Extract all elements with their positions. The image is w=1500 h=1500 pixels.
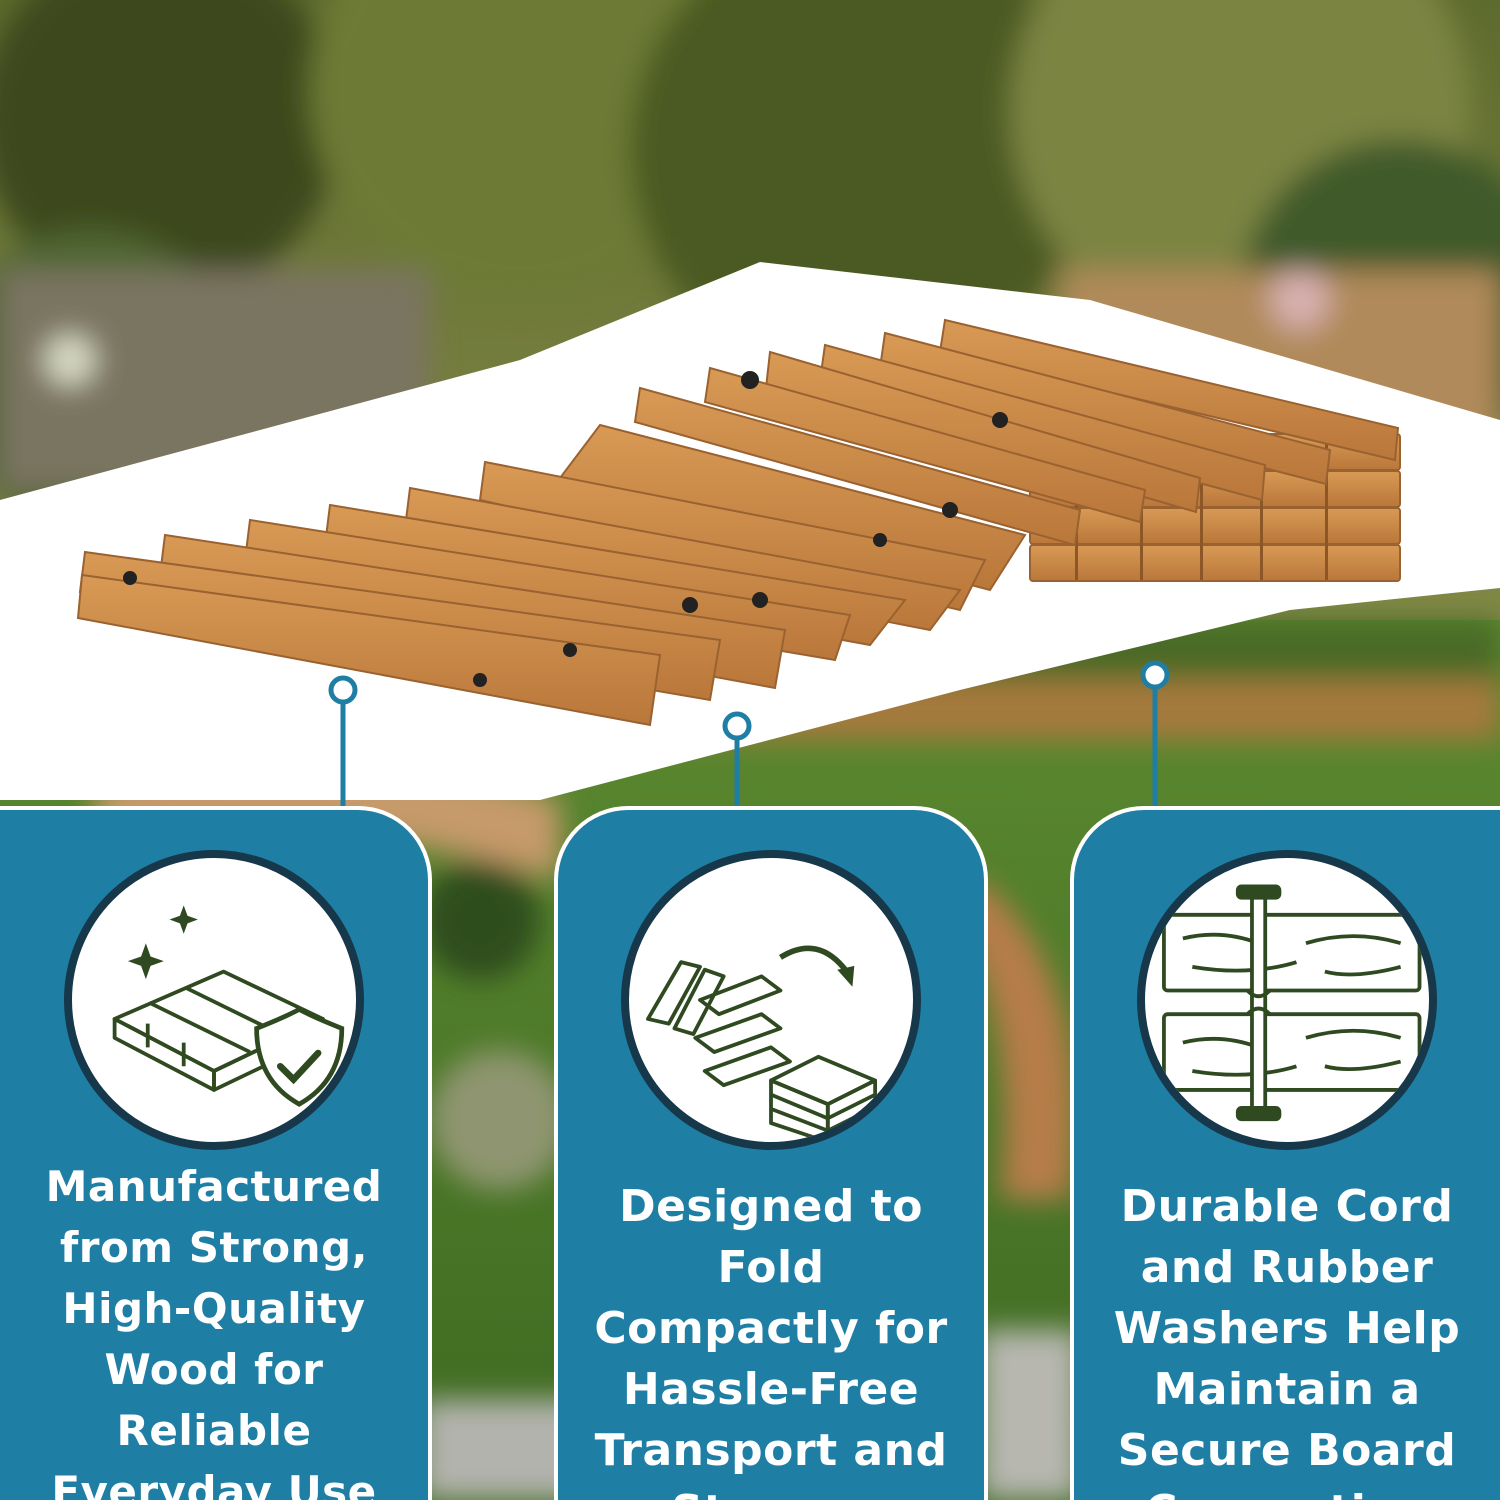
- shield-check-boards-icon: [64, 850, 364, 1150]
- feature-panel-wood-quality: Manufactured from Strong, High-Quality W…: [0, 806, 432, 1500]
- unfolded-boards: [76, 318, 1400, 727]
- feature-panel-folding: Designed to Fold Compactly for Hassle-Fr…: [554, 806, 988, 1500]
- feature-panel-cord-washers: Durable Cord and Rubber Washers Help Mai…: [1070, 806, 1500, 1500]
- fold-arrow-boards-icon: [621, 850, 921, 1150]
- cord-washer-connection-icon: [1137, 850, 1437, 1150]
- feature-caption: Manufactured from Strong, High-Quality W…: [45, 1162, 383, 1500]
- feature-caption: Designed to Fold Compactly for Hassle-Fr…: [594, 1181, 948, 1500]
- feature-caption: Durable Cord and Rubber Washers Help Mai…: [1113, 1181, 1461, 1500]
- callout-connectors: [328, 660, 1170, 806]
